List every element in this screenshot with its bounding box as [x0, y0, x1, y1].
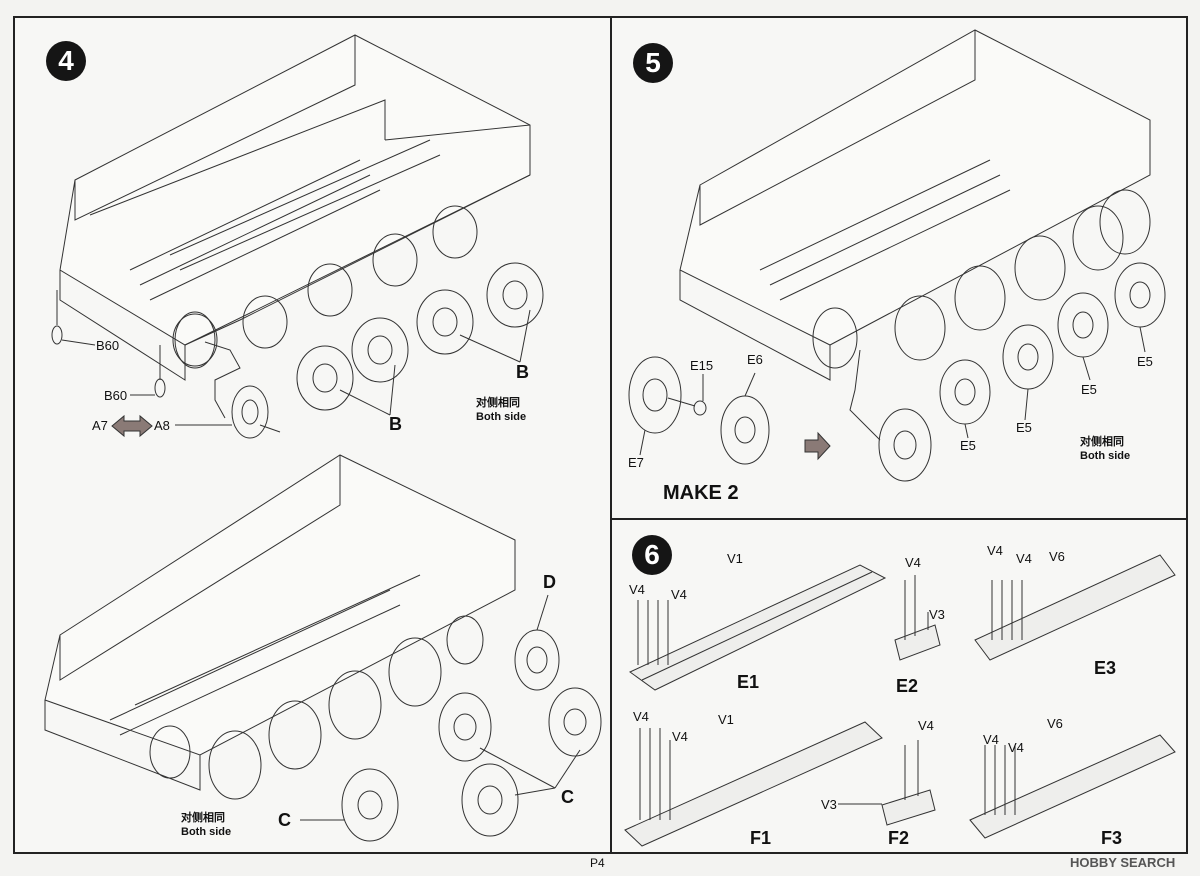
step-number-4: 4	[46, 41, 86, 81]
label-e5-4: E5	[1137, 354, 1153, 369]
watermark: HOBBY SEARCH	[1070, 855, 1176, 870]
label-v4-f3-a: V4	[983, 732, 999, 747]
label-v4-f2: V4	[918, 718, 934, 733]
label-a8: A8	[154, 418, 170, 433]
track-e1	[629, 564, 887, 691]
leader-lines-b	[339, 309, 531, 416]
both-side-cn-step5: 对侧相同	[1080, 436, 1124, 448]
step-number-6: 6	[632, 535, 672, 575]
a7-a8-double-arrow	[111, 414, 153, 438]
track-e2	[894, 575, 941, 661]
both-side-en-upper: Both side	[476, 411, 527, 423]
label-v4-f1-a: V4	[633, 709, 649, 724]
make-2-label: MAKE 2	[663, 482, 739, 504]
label-v6-e3: V6	[1049, 549, 1065, 564]
road-wheels-step5-mounted	[812, 189, 1151, 369]
label-v4-e3-b: V4	[1016, 551, 1032, 566]
page-number: P4	[590, 856, 605, 870]
road-wheels-b	[296, 262, 544, 411]
label-b-lower: B	[389, 414, 402, 434]
spacer-e15	[693, 374, 707, 416]
label-v1-e1: V1	[727, 551, 743, 566]
label-f2: F2	[888, 828, 910, 848]
sprocket-a7	[175, 341, 281, 439]
label-v3-e2: V3	[929, 607, 945, 622]
track-f3	[969, 734, 1176, 839]
label-v4-f3-b: V4	[1008, 740, 1024, 755]
road-wheels-mounted-upper	[172, 205, 478, 367]
sprocket-e7	[628, 356, 696, 456]
label-v4-e1-b: V4	[671, 587, 687, 602]
both-side-en-step5: Both side	[1080, 450, 1131, 462]
both-side-cn-lower: 对侧相同	[181, 812, 225, 824]
both-side-en-lower: Both side	[181, 826, 232, 838]
direction-arrow-step5	[804, 431, 831, 461]
hull-drawing-lower	[44, 454, 516, 791]
label-d: D	[543, 572, 556, 592]
label-v4-e2: V4	[905, 555, 921, 570]
label-b60-b: B60	[104, 388, 128, 403]
label-c-left: C	[278, 810, 291, 830]
road-wheels-mounted-lower	[149, 615, 484, 800]
label-e5-1: E5	[960, 438, 976, 453]
label-v4-f1-b: V4	[672, 729, 688, 744]
label-e5-3: E5	[1081, 382, 1097, 397]
label-f1: F1	[750, 828, 772, 848]
label-c-right: C	[561, 787, 574, 807]
track-f1	[624, 721, 883, 847]
leader-lines-c	[300, 747, 581, 821]
label-e3: E3	[1094, 658, 1117, 678]
label-e5-2: E5	[1016, 420, 1032, 435]
label-v1-f1: V1	[718, 712, 734, 727]
label-e2: E2	[896, 676, 919, 696]
label-v4-e1-a: V4	[629, 582, 645, 597]
label-b-upper: B	[516, 362, 529, 382]
drive-sprocket-housing	[174, 311, 216, 369]
idler-d	[514, 594, 560, 691]
label-e6: E6	[747, 352, 763, 367]
label-f3: F3	[1101, 828, 1123, 848]
sprocket-assembly-result	[849, 349, 932, 482]
label-e7: E7	[628, 455, 644, 470]
road-wheels-c	[341, 687, 602, 842]
b60-hooks	[51, 290, 166, 398]
track-e3	[974, 554, 1176, 661]
label-e15: E15	[690, 358, 714, 373]
label-v6-f3: V6	[1047, 716, 1063, 731]
track-pins-e1	[637, 600, 669, 665]
step-number-5: 5	[633, 43, 673, 83]
torsion-bars-upper	[129, 139, 441, 301]
label-a7: A7	[92, 418, 108, 433]
label-v3-f2: V3	[821, 797, 837, 812]
track-f2	[838, 740, 936, 826]
both-side-cn-upper: 对侧相同	[476, 397, 520, 409]
label-b60-a: B60	[96, 338, 120, 353]
label-e1: E1	[737, 672, 760, 692]
road-wheels-e5	[939, 262, 1166, 439]
label-v4-e3-a: V4	[987, 543, 1003, 558]
hull-drawing-step5	[679, 29, 1151, 381]
sprocket-e6	[720, 372, 770, 465]
hull-drawing-upper	[59, 34, 531, 381]
